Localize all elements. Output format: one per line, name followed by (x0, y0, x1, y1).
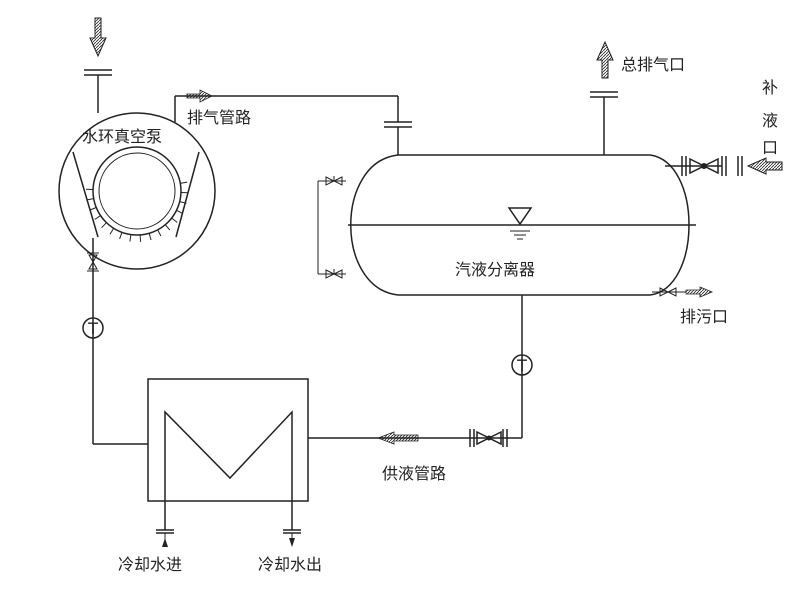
impeller-tooth (89, 207, 97, 211)
level-gauge-valve-top (325, 176, 343, 186)
supply-direction-arrow (376, 431, 419, 445)
liquid-level-icon (507, 207, 533, 240)
main-exhaust-pipe (590, 91, 618, 155)
return-line (92, 238, 148, 445)
makeup-label-2: 液 (762, 111, 778, 130)
makeup-valve (689, 157, 719, 175)
impeller-tooth (129, 234, 132, 242)
impeller-tooth (139, 234, 142, 242)
makeup-liquid-line (665, 156, 743, 176)
impeller-tooth (171, 217, 178, 223)
impeller-tooth (119, 232, 123, 240)
impeller-tooth (157, 229, 162, 237)
water-ring-vacuum-pump (58, 112, 216, 270)
pump-label: 水环真空泵 (82, 127, 162, 146)
impeller-tooth (101, 222, 107, 229)
cooling-out-label: 冷却水出 (258, 555, 322, 574)
impeller-tooth (164, 224, 171, 231)
separator-label: 汽液分离器 (455, 260, 535, 279)
makeup-label-1: 补 (762, 78, 778, 97)
supply-temp-symbol: T (516, 356, 527, 375)
return-temperature-gauge: T (82, 317, 104, 339)
supply-valve (476, 430, 502, 446)
makeup-label-3: 口 (762, 138, 778, 157)
makeup-inlet-arrow (746, 157, 783, 175)
cooling-in-label: 冷却水进 (118, 555, 182, 574)
supply-temperature-gauge: T (511, 354, 533, 376)
pump-inlet-arrow (89, 17, 107, 58)
main-exhaust-label: 总排气口 (621, 55, 685, 74)
level-gauge-valve-bottom (325, 269, 343, 279)
return-valve (87, 252, 99, 272)
impeller-tooth (148, 233, 152, 241)
cooling-water-in-pipe (156, 529, 174, 547)
main-exhaust-arrow (596, 40, 614, 79)
supply-line (308, 295, 523, 447)
supply-pipe-label: 供液管路 (382, 464, 446, 483)
drain-line (652, 287, 686, 297)
cooling-water-out-pipe (283, 529, 301, 547)
gas-liquid-separator (348, 154, 696, 296)
return-temp-symbol: T (87, 319, 98, 338)
impeller-tooth (86, 198, 94, 201)
exhaust-pipe-label: 排气管路 (187, 108, 251, 127)
pump-inlet-flange (84, 69, 112, 113)
level-gauge-line (317, 180, 346, 275)
impeller-tooth (94, 215, 101, 220)
heat-exchanger (147, 378, 309, 530)
drain-label: 排污口 (680, 307, 728, 326)
exhaust-direction-arrow (186, 89, 213, 103)
drain-arrow (685, 286, 714, 298)
impeller-tooth (180, 181, 188, 184)
impeller-tooth (109, 228, 115, 235)
